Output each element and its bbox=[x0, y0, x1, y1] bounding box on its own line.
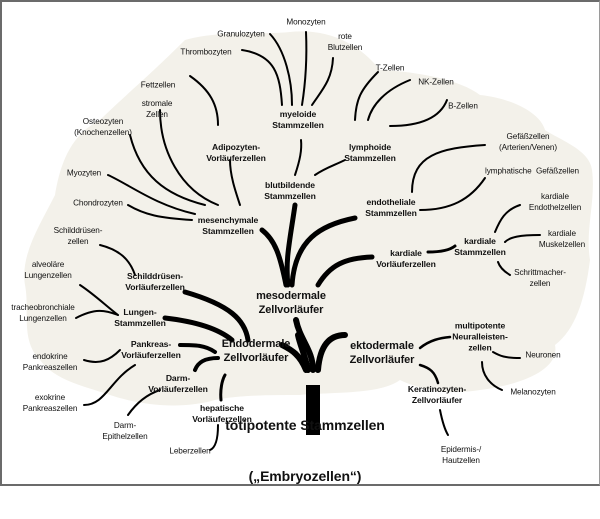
leaf-leberzellen: Leberzellen bbox=[169, 446, 211, 456]
leaf-neuronen: Neuronen bbox=[525, 350, 561, 360]
branch-kv-ks bbox=[426, 244, 457, 254]
tree-graphic bbox=[24, 31, 593, 451]
branch-mes-stromal bbox=[159, 109, 219, 206]
leaf-schilddruesenzellen: Schilddrüsen- zellen bbox=[53, 226, 103, 246]
stem-cell-tree-diagram: totipotente Stammzellen („Embryozellen“)… bbox=[0, 0, 600, 486]
root-label: totipotente Stammzellen („Embryozellen“) bbox=[225, 383, 385, 519]
branch-ks-endo bbox=[494, 204, 521, 233]
branch-endo-lungen bbox=[162, 315, 235, 343]
leaf-nk-zellen: NK-Zellen bbox=[418, 77, 454, 87]
branch-neural-melano bbox=[481, 361, 503, 391]
branch-ks-muskel bbox=[504, 234, 541, 243]
leaf-tracheobronchiale-lungenzellen: tracheobronchiale Lungenzellen bbox=[11, 303, 75, 323]
hub-hepatische-vorlaeuferzellen: hepatische Vorläuferzellen bbox=[192, 403, 252, 424]
hub-lungen-stammzellen: Lungen- Stammzellen bbox=[114, 307, 166, 328]
branch-myel-rote bbox=[311, 57, 334, 106]
leaf-kardiale-endothelzellen: kardiale Endothelzellen bbox=[528, 192, 582, 212]
branch-meso-blut bbox=[284, 202, 298, 288]
leaf-t-zellen: T-Zellen bbox=[375, 63, 405, 73]
trunk bbox=[306, 385, 320, 435]
branch-trunk-ectoderm bbox=[315, 332, 348, 373]
leaf-fettzellen: Fettzellen bbox=[140, 80, 176, 90]
branch-endo-lymph bbox=[419, 177, 486, 211]
hub-kardiale-stammzellen: kardiale Stammzellen bbox=[454, 236, 506, 257]
leaf-darm-epithelzellen: Darm- Epithelzellen bbox=[102, 421, 148, 441]
branch-ks-schritt bbox=[497, 261, 511, 276]
branch-myel-mono bbox=[301, 31, 308, 106]
branch-mes-osteo bbox=[129, 134, 206, 206]
hub-lymphoide-stammzellen: lymphoide Stammzellen bbox=[344, 142, 396, 163]
branch-meso-kardial bbox=[315, 254, 375, 288]
leaf-monozyten: Monozyten bbox=[286, 17, 326, 27]
hub-schilddruesen-vorlaeuferzellen: Schilddrüsen- Vorläuferzellen bbox=[125, 271, 185, 292]
leaf-thrombozyten: Thrombozyten bbox=[180, 47, 232, 57]
germ-layer-mesoderm: mesodermale Zellvorläufer bbox=[256, 290, 326, 316]
hub-pankreas-vorlaeuferzellen: Pankreas- Vorläuferzellen bbox=[121, 339, 181, 360]
root-subtitle: („Embryozellen“) bbox=[248, 468, 362, 484]
leaf-myozyten: Myozyten bbox=[66, 168, 102, 178]
leaf-endokrine-pankreaszellen: endokrine Pankreaszellen bbox=[22, 352, 78, 372]
branch-blut-myel bbox=[294, 139, 303, 176]
branch-ekto-neural bbox=[418, 335, 452, 350]
branch-myel-granu bbox=[269, 33, 293, 106]
branch-lymph-t bbox=[354, 71, 379, 121]
branch-darm-epithel bbox=[127, 389, 161, 416]
leaf-chondrozyten: Chondrozyten bbox=[73, 198, 123, 208]
canopy-background bbox=[24, 31, 593, 406]
hub-neuralleistenzellen: multipotente Neuralleisten- zellen bbox=[452, 320, 508, 353]
branch-adipo-fett bbox=[189, 75, 219, 126]
leaf-osteozyten: Osteozyten (Knochenzellen) bbox=[74, 117, 132, 137]
hub-darm-vorlaeuferzellen: Darm- Vorläuferzellen bbox=[148, 373, 208, 394]
leaf-schrittmacherzellen: Schrittmacher- zellen bbox=[514, 268, 566, 288]
branch-hep-leber bbox=[209, 424, 219, 451]
branch-mes-adipo bbox=[229, 159, 241, 206]
branch-meso-mesench bbox=[259, 227, 289, 288]
hub-mesenchymale-stammzellen: mesenchymale Stammzellen bbox=[197, 215, 259, 236]
branch-myel-thromb bbox=[241, 49, 283, 106]
leaf-melanozyten: Melanozyten bbox=[510, 387, 556, 397]
leaf-epidermis-hautzellen: Epidermis-/ Hautzellen bbox=[440, 445, 482, 465]
hub-adipozyten-vorlaeuferzellen: Adipozyten- Vorläuferzellen bbox=[206, 142, 266, 163]
leaf-granulozyten: Granulozyten bbox=[217, 29, 265, 39]
branch-lungen-tracheo bbox=[75, 309, 119, 319]
leaf-b-zellen: B-Zellen bbox=[448, 101, 478, 111]
branch-trunk-endoderm bbox=[279, 342, 309, 373]
branch-mes-chondro bbox=[127, 204, 193, 221]
leaf-kardiale-muskelzellen: kardiale Muskelzellen bbox=[538, 229, 586, 249]
hub-blutbildende-stammzellen: blutbildende Stammzellen bbox=[264, 180, 316, 201]
leaf-lymphatische-gefaesszellen: lymphatische Gefäßzellen bbox=[485, 166, 579, 176]
branch-lungen-alv bbox=[79, 284, 119, 316]
germ-layer-endoderm: Endodermale Zellvorläufer bbox=[221, 338, 291, 364]
leaf-stromale-zellen: stromale Zellen bbox=[141, 99, 173, 119]
germ-layer-ectoderm: ektodermale Zellvorläufer bbox=[349, 340, 415, 366]
branch-pankr-exokr bbox=[83, 364, 136, 406]
branch-lymph-nk bbox=[367, 79, 411, 121]
leaf-rote-blutzellen: rote Blutzellen bbox=[327, 32, 363, 52]
branch-mes-myo bbox=[107, 174, 196, 215]
branch-lymph-b bbox=[389, 99, 448, 127]
branch-neural-neuronen bbox=[492, 351, 521, 359]
hub-keratinozyten-zellvorlaeufer: Keratinozyten- Zellvorläufer bbox=[407, 384, 467, 405]
hub-myeloide-stammzellen: myeloide Stammzellen bbox=[272, 109, 324, 130]
branch-blut-lymph bbox=[314, 159, 346, 176]
branch-endo-gef bbox=[411, 144, 486, 193]
branch-pankr-endokr bbox=[83, 349, 121, 363]
hub-endotheliale-stammzellen: endotheliale Stammzellen bbox=[365, 197, 417, 218]
branch-endo-pankr bbox=[178, 343, 217, 354]
branch-endo-hep bbox=[219, 373, 227, 402]
leaf-alveolaere-lungenzellen: alveoläre Lungenzellen bbox=[24, 260, 72, 280]
hub-kardiale-vorlaeuferzellen: kardiale Vorläuferzellen bbox=[376, 248, 436, 269]
leaf-gefaesszellen: Gefäßzellen (Arterien/Venen) bbox=[498, 132, 558, 152]
branch-meso-endoth bbox=[289, 215, 358, 288]
branch-ekto-kerat bbox=[418, 363, 440, 385]
branch-endo-darm bbox=[193, 356, 220, 372]
branch-schild-zellen bbox=[99, 244, 136, 276]
leaf-exokrine-pankreaszellen: exokrine Pankreaszellen bbox=[22, 393, 78, 413]
root-title: totipotente Stammzellen bbox=[225, 417, 385, 433]
branch-trunk-mesoderm bbox=[293, 317, 316, 373]
branch-kerat-epidermis bbox=[439, 409, 449, 436]
branch-endo-schild bbox=[182, 289, 251, 343]
